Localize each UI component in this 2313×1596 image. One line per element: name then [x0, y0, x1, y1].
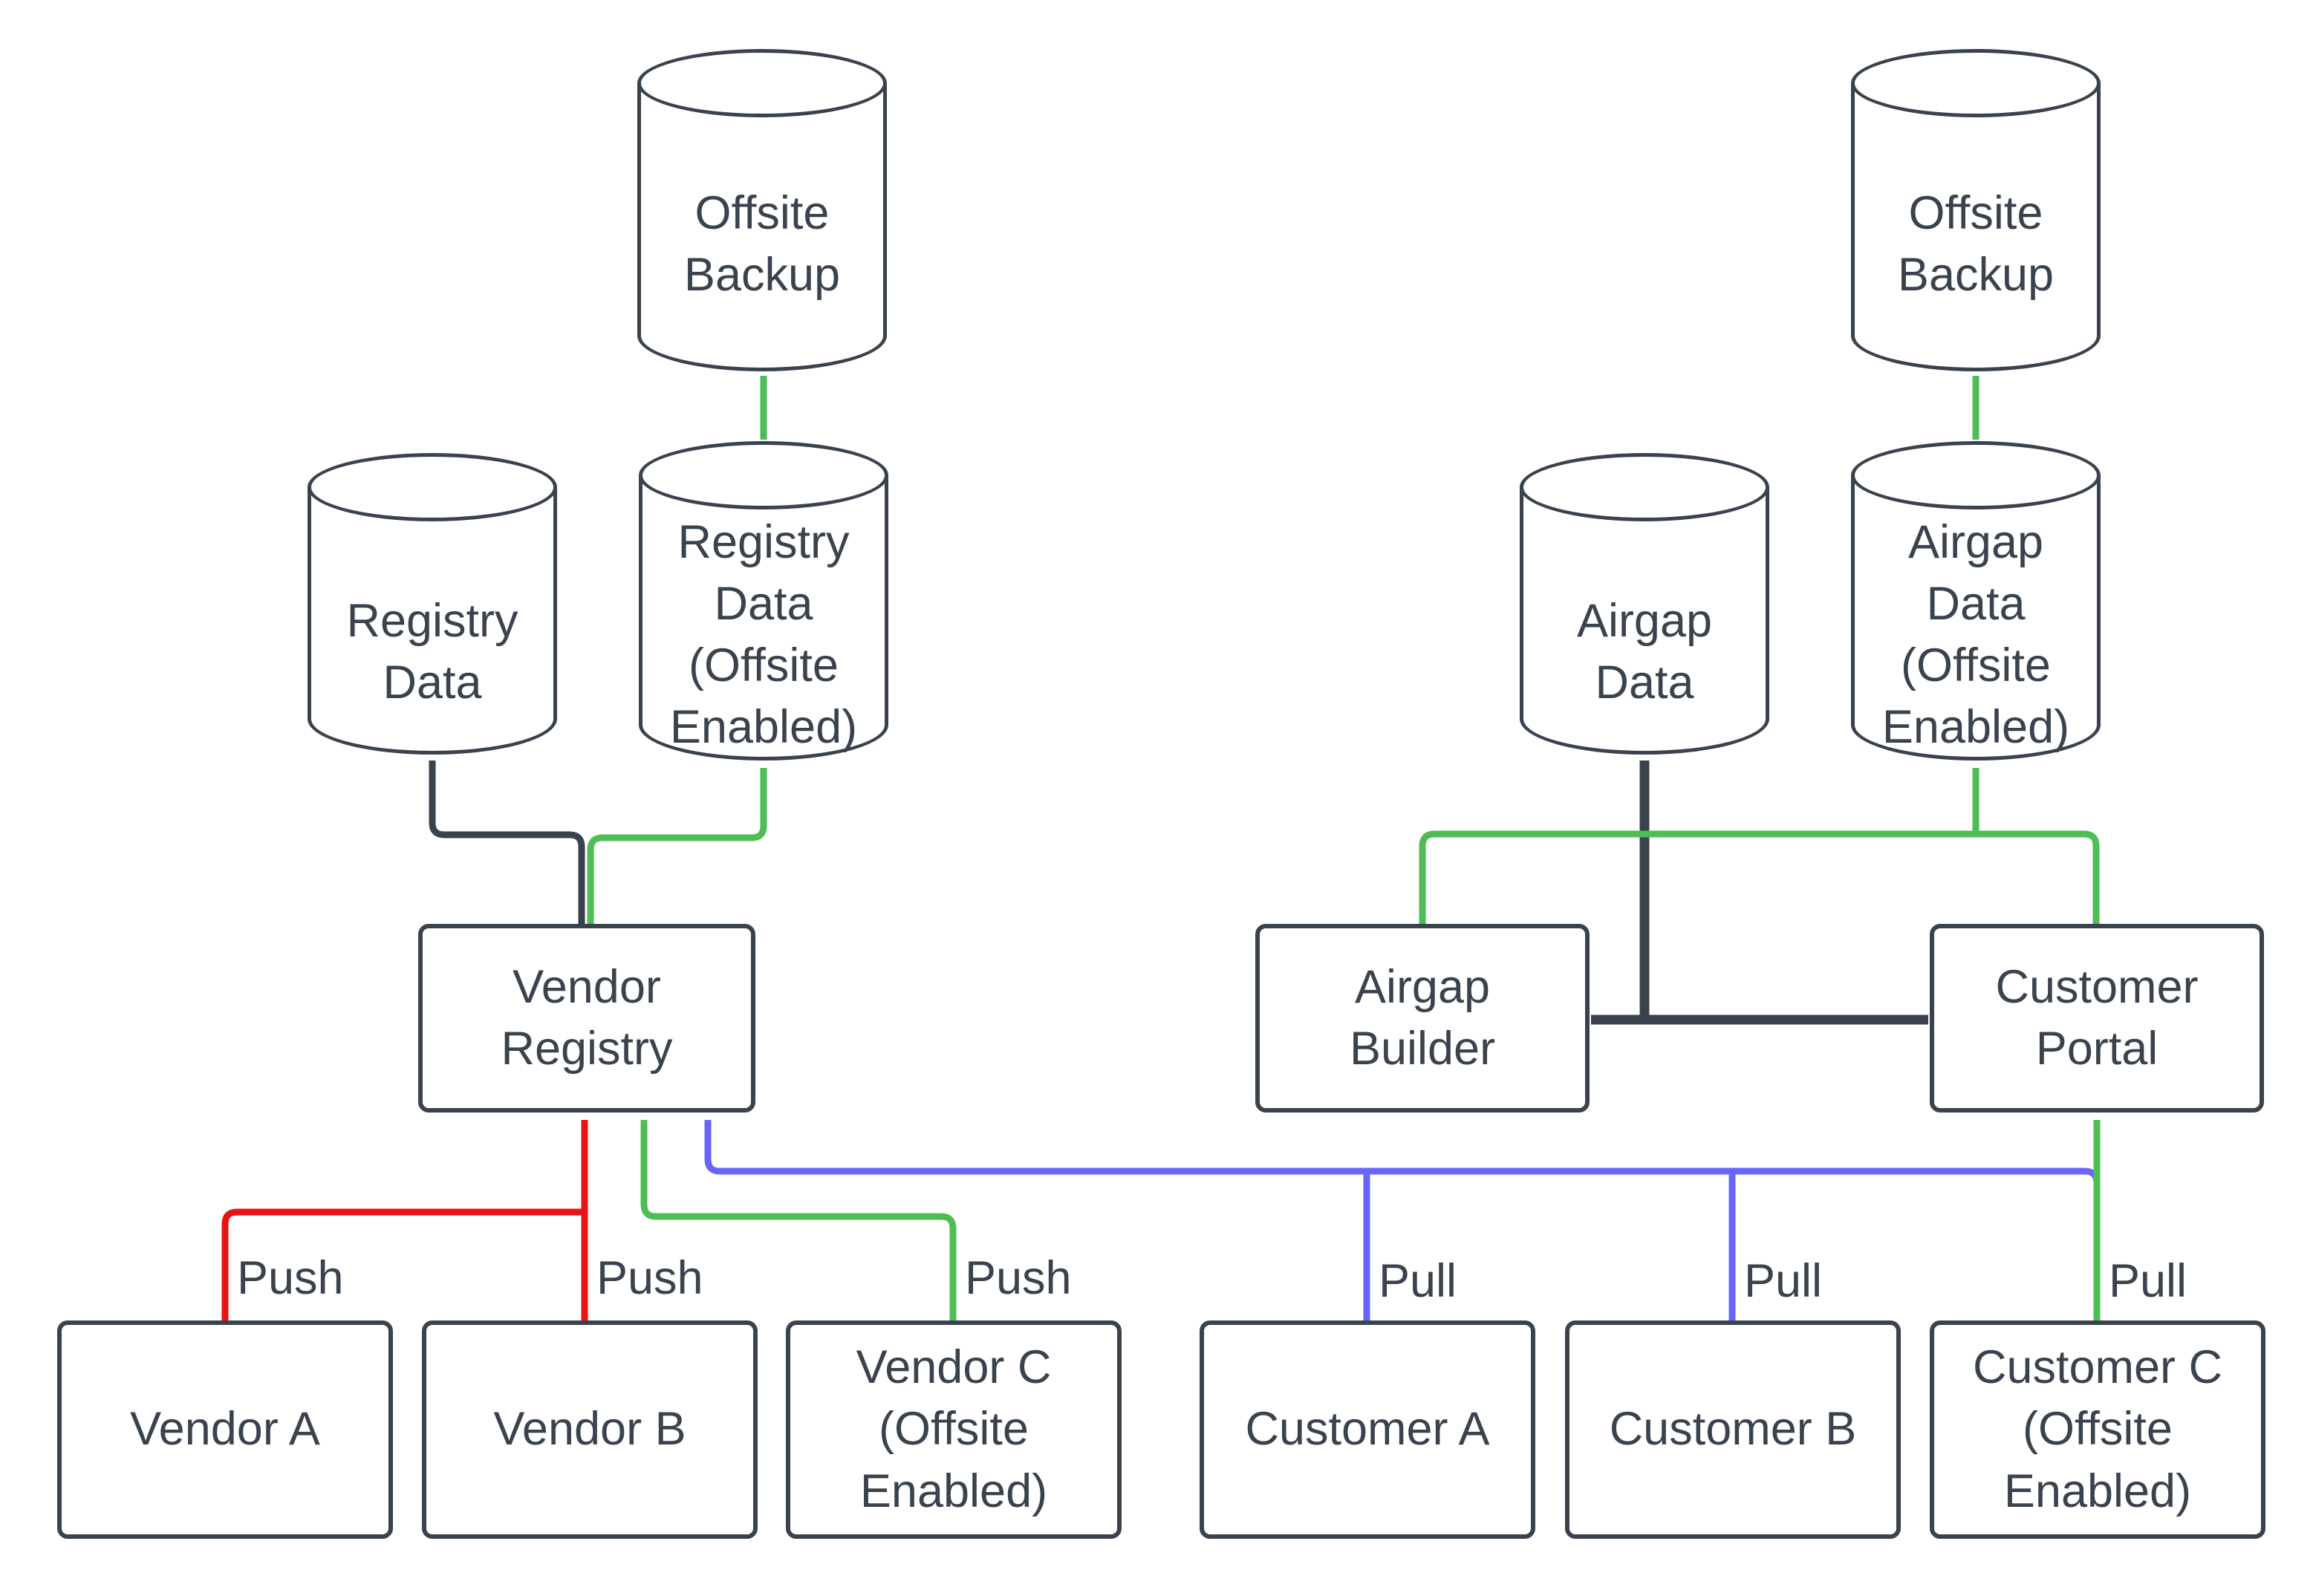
node-airgap-builder: Airgap Builder: [1255, 924, 1590, 1113]
cylinder-top: [1851, 49, 2101, 117]
cylinder-top: [639, 441, 888, 509]
node-customer-portal: Customer Portal: [1930, 924, 2264, 1113]
db-offsite-backup-left: Offsite Backup: [637, 49, 887, 371]
cylinder-body: [308, 486, 557, 755]
cylinder-top: [308, 453, 557, 521]
node-customer-b: Customer B: [1565, 1320, 1901, 1539]
cylinder-body: [1851, 82, 2101, 371]
db-label: Airgap Data: [1576, 594, 1713, 709]
db-label: Offsite Backup: [683, 186, 841, 301]
cylinder-top: [1520, 453, 1769, 521]
db-airgap-data-offsite: Airgap Data (Offsite Enabled): [1851, 441, 2101, 760]
edge-label-push-vendor-b: Push: [596, 1252, 703, 1304]
cylinder-body: [1851, 475, 2101, 760]
edge-airgap-builder-customer-portal-green: [1419, 830, 2100, 928]
edge-label-pull-customer-a: Pull: [1379, 1255, 1457, 1307]
edge-label-push-vendor-a: Push: [237, 1252, 344, 1304]
node-vendor-a: Vendor A: [57, 1320, 393, 1539]
db-registry-data: Registry Data: [308, 453, 557, 755]
db-label: Offsite Backup: [1897, 186, 2055, 301]
edge-label-pull-customer-c: Pull: [2109, 1255, 2187, 1307]
node-vendor-c: Vendor C (Offsite Enabled): [786, 1320, 1122, 1539]
db-label: Registry Data: [346, 594, 518, 709]
node-customer-c: Customer C (Offsite Enabled): [1930, 1320, 2265, 1539]
edge-vendor-registry-to-registry-data: [429, 760, 585, 928]
cylinder-top: [1851, 441, 2101, 509]
cylinder-body: [639, 475, 888, 760]
edge-label-pull-customer-b: Pull: [1744, 1255, 1823, 1307]
node-vendor-registry: Vendor Registry: [418, 924, 755, 1113]
edge-label-push-vendor-c: Push: [965, 1252, 1072, 1304]
cylinder-top: [637, 49, 887, 117]
cylinder-body: [637, 82, 887, 371]
cylinder-body: [1520, 486, 1769, 755]
node-vendor-b: Vendor B: [422, 1320, 758, 1539]
edge-vendor-c-push: [640, 1120, 957, 1320]
edge-vendor-a-push: [221, 1208, 585, 1320]
db-label: Airgap Data (Offsite Enabled): [1881, 515, 2070, 754]
db-registry-data-offsite: Registry Data (Offsite Enabled): [639, 441, 888, 760]
db-label: Registry Data (Offsite Enabled): [669, 515, 858, 754]
db-offsite-backup-right: Offsite Backup: [1851, 49, 2101, 371]
edge-vendor-registry-to-registry-data-offsite: [587, 768, 767, 928]
db-airgap-data: Airgap Data: [1520, 453, 1769, 755]
node-customer-a: Customer A: [1200, 1320, 1535, 1539]
